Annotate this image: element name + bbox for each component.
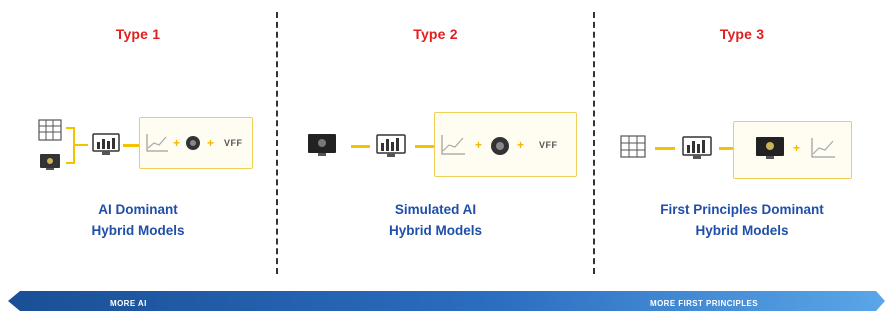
more-ai-label: MORE AI	[110, 299, 147, 308]
caption-line-1: Simulated AI	[394, 202, 477, 217]
caption-line-2: Hybrid Models	[695, 223, 789, 238]
ai-head-icon	[186, 136, 200, 150]
caption-line-1: First Principles Dominant	[660, 202, 824, 217]
connector-line	[655, 147, 675, 150]
more-first-principles-label: MORE FIRST PRINCIPLES	[650, 299, 758, 308]
data-table-icon	[620, 135, 646, 158]
line-chart-icon	[441, 135, 465, 155]
column-divider	[276, 12, 278, 274]
analytics-monitor-icon	[376, 134, 406, 157]
plus-icon: +	[517, 138, 525, 152]
type-1-label: Type 1	[115, 26, 161, 42]
plus-icon: +	[207, 136, 215, 150]
vff-label: VFF	[539, 140, 558, 150]
plus-icon: +	[793, 141, 801, 155]
connector-line	[719, 147, 733, 150]
output-box	[733, 121, 852, 179]
plus-icon: +	[475, 138, 483, 152]
type-1-column: Type 1 + + VFF AI Dominant	[0, 0, 276, 265]
ai-head-icon	[491, 137, 509, 155]
caption-line-1: AI Dominant	[98, 202, 178, 217]
type-1-caption: AI Dominant Hybrid Models	[0, 199, 276, 241]
connector-line	[123, 144, 139, 147]
merge-connector	[66, 127, 88, 164]
monitor-icon	[40, 154, 60, 170]
column-divider	[593, 12, 595, 274]
connector-line	[415, 145, 434, 148]
caption-line-2: Hybrid Models	[388, 223, 482, 238]
type-2-caption: Simulated AI Hybrid Models	[277, 199, 594, 241]
type-2-label: Type 2	[413, 26, 458, 42]
monitor-icon	[308, 134, 336, 156]
plus-icon: +	[173, 136, 181, 150]
type-2-column: Type 2 + + VFF Simulated AI Hybrid Model…	[277, 0, 594, 265]
analytics-monitor-icon	[682, 136, 712, 159]
type-3-column: Type 3 + First Principles Dominant Hybri…	[595, 0, 889, 265]
caption-line-2: Hybrid Models	[91, 223, 185, 238]
vff-label: VFF	[224, 138, 243, 148]
spectrum-arrow	[8, 291, 885, 311]
line-chart-icon	[811, 138, 835, 158]
type-3-caption: First Principles Dominant Hybrid Models	[595, 199, 889, 241]
connector-line	[351, 145, 370, 148]
type-3-label: Type 3	[719, 26, 765, 42]
data-table-icon	[38, 119, 62, 141]
analytics-monitor-icon	[92, 133, 120, 155]
line-chart-icon	[146, 134, 168, 152]
monitor-icon	[756, 137, 784, 159]
